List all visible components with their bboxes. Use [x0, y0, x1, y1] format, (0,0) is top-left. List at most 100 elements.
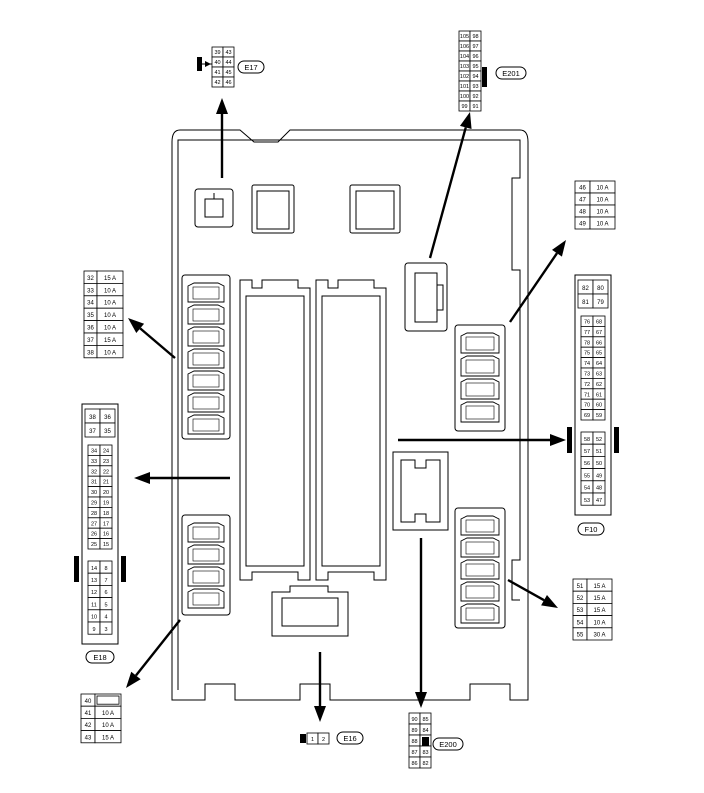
pin-number: 63 [596, 371, 602, 377]
fuse-slot [460, 581, 500, 602]
pin-number: 58 [584, 437, 590, 443]
table-cell [419, 756, 432, 769]
central-connector-right [315, 279, 387, 581]
fuse-slot [187, 370, 225, 391]
fuse-slot [460, 559, 500, 580]
pin-number: 55 [577, 633, 584, 639]
fuse-slot [187, 414, 225, 435]
pin-number: 64 [596, 361, 602, 367]
table-cell [96, 344, 124, 359]
pin-number: 52 [577, 596, 584, 602]
pin-number: 30 [91, 490, 97, 496]
pin-number: 54 [584, 486, 590, 492]
pin-number: 43 [85, 735, 92, 741]
fuse-slot [187, 304, 225, 325]
fuse-slot [460, 537, 500, 558]
pin-number: 27 [91, 521, 97, 527]
socket-e201 [404, 262, 448, 332]
pin-number: 33 [91, 459, 97, 465]
pin-number: 79 [597, 300, 604, 306]
pin-number: 47 [596, 498, 602, 504]
pin-number: 10 A [102, 723, 114, 729]
table-cell [592, 293, 609, 309]
pin-number: 12 [91, 590, 97, 596]
pin-number: 87 [411, 750, 417, 756]
fuse-slot-inner [192, 548, 220, 562]
pin-number: 8 [104, 566, 107, 572]
table-cell [99, 538, 113, 550]
fuse-slot-inner [192, 308, 220, 322]
pin-number: 44 [225, 60, 231, 66]
pin-number: 15 A [593, 608, 605, 614]
pin-number: 37 [87, 338, 94, 344]
fuse-column-left-top [181, 274, 231, 440]
fuse-slot [187, 544, 225, 565]
arrow-fuse-32-38-head [128, 318, 145, 333]
pin-number: 61 [596, 392, 602, 398]
connector-latch [300, 734, 306, 743]
pin-number: 29 [91, 500, 97, 506]
pin-number: 19 [103, 500, 109, 506]
relay-socket-1-detail [204, 193, 224, 218]
pin-number: 49 [596, 473, 602, 479]
pin-number: 106 [460, 44, 469, 50]
pin-number: 41 [214, 70, 220, 76]
fuse-slot-inner [192, 592, 220, 606]
arrow-e201-head [459, 112, 472, 130]
svg-text:E201: E201 [502, 69, 520, 78]
pin-number: 77 [584, 330, 590, 336]
pin-number: 10 A [596, 222, 608, 228]
pin-number: 81 [582, 300, 589, 306]
housing-outline [171, 129, 529, 701]
pin-number: 94 [472, 74, 478, 80]
pin-number: 4 [104, 615, 107, 621]
pin-number: 18 [103, 511, 109, 517]
fuse-slot [187, 522, 225, 543]
pin-number: 89 [411, 728, 417, 734]
fuse-slot-inner [192, 418, 220, 432]
pin-number: 14 [91, 566, 97, 572]
pin-number: 78 [584, 340, 590, 346]
pin-number: 26 [91, 532, 97, 538]
pin-number: 2 [322, 737, 325, 743]
pin-number: 17 [103, 521, 109, 527]
pin-number: 33 [87, 288, 94, 294]
table-cell [222, 76, 235, 88]
fuse-slot [460, 603, 500, 624]
pin-number: 91 [472, 104, 478, 110]
pin-number: 46 [579, 186, 586, 192]
socket-e16 [271, 585, 349, 637]
pin-number: 9 [92, 627, 95, 633]
pin-number: 67 [596, 330, 602, 336]
fuse-slot [187, 588, 225, 609]
pin-number: 10 A [593, 620, 605, 626]
pin-number: 56 [584, 461, 590, 467]
pin-number: 10 [91, 615, 97, 621]
fuse-slot-inner [192, 330, 220, 344]
label-f10: F10 [577, 522, 605, 536]
fuse-slot [187, 392, 225, 413]
pin-number: 30 A [593, 633, 605, 639]
pin-number: 10 A [104, 313, 116, 319]
arrow-fuse-51-55-shaft [507, 578, 545, 602]
pin-number: 15 [103, 542, 109, 548]
connector-latch-left [567, 427, 572, 453]
pin-number: 103 [460, 64, 469, 70]
pin-number: 84 [422, 728, 428, 734]
pin-number: 13 [91, 578, 97, 584]
pin-number: 53 [577, 608, 584, 614]
pin-number: 34 [91, 448, 97, 454]
table-cell [317, 732, 330, 745]
arrow-e200-head [415, 692, 427, 708]
pin-number: 51 [577, 584, 584, 590]
pin-number: 36 [87, 326, 94, 332]
pin-number: 100 [460, 94, 469, 100]
connector-latch [422, 737, 429, 746]
pin-number: 98 [472, 34, 478, 40]
